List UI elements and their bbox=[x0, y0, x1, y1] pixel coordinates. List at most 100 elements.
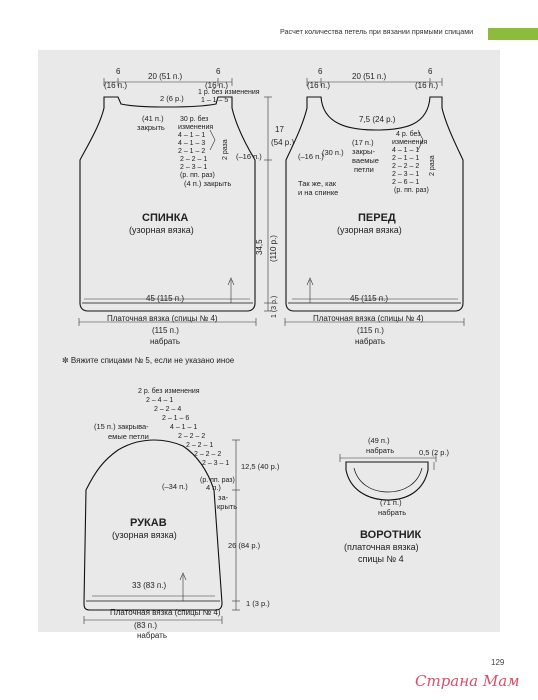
back-times-2: 2 раза bbox=[222, 139, 229, 160]
front-shaping-3: 2 – 1 – 1 bbox=[392, 155, 419, 162]
back-title: СПИНКА bbox=[142, 212, 188, 224]
back-rep: (р. пп. раз) bbox=[180, 172, 215, 179]
back-bind-41-label: закрыть bbox=[137, 123, 165, 132]
sleeve-cap-2: 2 – 2 – 4 bbox=[154, 406, 181, 413]
header-title: Расчет количества петель при вязании пря… bbox=[280, 27, 474, 36]
front-top-left: 6 bbox=[318, 67, 323, 76]
sleeve-cast: (83 п.) bbox=[134, 621, 157, 630]
back-shaping-1: изменения bbox=[178, 124, 213, 131]
sleeve-outline bbox=[83, 439, 223, 611]
back-top-right: 6 bbox=[216, 67, 221, 76]
front-times-2: 2 раза bbox=[429, 155, 436, 176]
front-minus-16: (–16 п.) bbox=[298, 152, 324, 161]
front-dimension-lines bbox=[284, 78, 465, 326]
sleeve-width: 33 (83 п.) bbox=[132, 581, 166, 590]
sleeve-h125: 12,5 (40 р.) bbox=[241, 462, 280, 471]
front-p17-a: закры- bbox=[352, 147, 375, 156]
back-schematic bbox=[79, 96, 256, 312]
back-h110: (110 р.) bbox=[269, 235, 278, 262]
back-h54: (54 р.) bbox=[271, 138, 294, 147]
sleeve-subtitle: (узорная вязка) bbox=[112, 530, 177, 540]
front-shaping-1: изменения bbox=[392, 139, 427, 146]
sleeve-minus34: (–34 п.) bbox=[162, 482, 188, 491]
sleeve-cast-label: набрать bbox=[137, 631, 167, 640]
sleeve-title: РУКАВ bbox=[130, 517, 167, 529]
collar-subtitle: (платочная вязка) bbox=[344, 542, 419, 552]
front-top-right-sts: (16 п.) bbox=[415, 81, 438, 90]
back-shaping-2: 4 – 1 – 1 bbox=[178, 132, 205, 139]
front-p17-b: ваемые bbox=[352, 156, 379, 165]
back-cast: (115 п.) bbox=[152, 326, 179, 335]
back-subtitle: (узорная вязка) bbox=[129, 225, 194, 235]
collar-inner-line bbox=[353, 467, 423, 493]
sleeve-h26: 26 (84 р.) bbox=[228, 541, 261, 550]
back-top-left-sts: (16 п.) bbox=[104, 81, 127, 90]
sleeve-border-label: Платочная вязка (спицы № 4) bbox=[110, 608, 221, 617]
back-neck-rows: 2 (6 р.) bbox=[160, 94, 184, 103]
front-outline bbox=[285, 96, 464, 312]
back-border-label: Платочная вязка (спицы № 4) bbox=[107, 314, 218, 323]
back-shaping-5: 2 – 2 – 1 bbox=[180, 156, 207, 163]
sleeve-p4-a: за- bbox=[218, 493, 229, 502]
back-shaping-6: 2 – 3 – 1 bbox=[180, 164, 207, 171]
sleeve-cap-6: 2 – 2 – 1 bbox=[186, 442, 213, 449]
collar-top-label: набрать bbox=[366, 446, 394, 455]
page-header: Расчет количества петель при вязании пря… bbox=[0, 24, 538, 44]
header-accent-bar bbox=[488, 28, 538, 40]
sleeve-bind15-b: емые петли bbox=[108, 432, 149, 441]
collar-schematic bbox=[345, 461, 429, 501]
back-h17: 17 bbox=[275, 125, 284, 134]
back-bind-4: (4 п.) закрыть bbox=[184, 179, 231, 188]
sleeve-cap-4: 4 – 1 – 1 bbox=[170, 424, 197, 431]
back-dimension-lines bbox=[78, 78, 272, 326]
back-shaping-4: 2 – 1 – 2 bbox=[178, 148, 205, 155]
back-minus-16: (–16 п.) bbox=[236, 152, 262, 161]
back-top-mid: 20 (51 п.) bbox=[148, 72, 182, 81]
sleeve-rep: (р. пп. раз) bbox=[200, 477, 235, 484]
front-cast: (115 п.) bbox=[357, 326, 384, 335]
sleeve-cap-shaping-list: 2 р. без изменения 2 – 4 – 1 2 – 2 – 4 2… bbox=[138, 387, 229, 467]
diagram-panel bbox=[38, 50, 500, 632]
watermark-logo: Страна Мам bbox=[415, 672, 520, 690]
back-cast-label: набрать bbox=[150, 337, 180, 346]
front-shaping-4: 2 – 2 – 2 bbox=[392, 163, 419, 170]
front-shaping-2: 4 – 1 – 1 bbox=[392, 147, 419, 154]
front-shaping-0: 4 р. без bbox=[396, 130, 421, 138]
front-rep: (р. пп. раз) bbox=[394, 187, 429, 194]
front-top-left-sts: (16 п.) bbox=[307, 81, 330, 90]
sleeve-h1: 1 (3 р.) bbox=[246, 599, 270, 608]
needle-note: ✼ Вяжите спицами № 5, если не указано ин… bbox=[62, 356, 235, 365]
back-top-left: 6 bbox=[116, 67, 121, 76]
collar-bottom-label: набрать bbox=[378, 508, 406, 517]
front-top-mid: 20 (51 п.) bbox=[352, 72, 386, 81]
front-border-label: Платочная вязка (спицы № 4) bbox=[313, 314, 424, 323]
front-same-1: Так же, как bbox=[298, 179, 337, 188]
back-h13: 1 (3 р.) bbox=[271, 296, 278, 318]
collar-dimension-lines bbox=[339, 454, 437, 470]
sleeve-cap-3: 2 – 1 – 6 bbox=[162, 415, 189, 422]
front-shaping-5: 2 – 3 – 1 bbox=[392, 171, 419, 178]
back-shaping-0: 30 р. без bbox=[180, 115, 208, 123]
page-number: 129 bbox=[491, 658, 505, 667]
collar-needles: спицы № 4 bbox=[358, 554, 404, 564]
front-shaping-list: 4 р. без изменения 4 – 1 – 1 2 – 1 – 1 2… bbox=[392, 130, 427, 186]
back-top-right-sts: (16 п.) bbox=[205, 81, 228, 90]
collar-side: 0,5 (2 р.) bbox=[419, 448, 450, 457]
collar-top: (49 п.) bbox=[368, 436, 390, 445]
sleeve-cap-8: 2 – 3 – 1 bbox=[202, 460, 229, 467]
back-width: 45 (115 п.) bbox=[146, 294, 184, 303]
front-top-right: 6 bbox=[428, 67, 433, 76]
front-width: 45 (115 п.) bbox=[350, 294, 388, 303]
sleeve-dimension-lines bbox=[83, 439, 240, 624]
front-shaping-6: 2 – 6 – 1 bbox=[392, 179, 419, 186]
sleeve-cap-0: 2 р. без изменения bbox=[138, 387, 200, 395]
back-h345: 34,5 bbox=[255, 239, 264, 255]
back-shaping-list: 30 р. без изменения 4 – 1 – 1 4 – 1 – 3 … bbox=[178, 115, 213, 171]
front-neck-depth: 7,5 (24 р.) bbox=[359, 115, 396, 124]
front-subtitle: (узорная вязка) bbox=[337, 225, 402, 235]
front-title: ПЕРЕД bbox=[358, 212, 396, 224]
back-outline bbox=[79, 96, 256, 312]
collar-bottom: (71 п.) bbox=[380, 498, 402, 507]
sleeve-cap-5: 2 – 2 – 2 bbox=[178, 433, 205, 440]
